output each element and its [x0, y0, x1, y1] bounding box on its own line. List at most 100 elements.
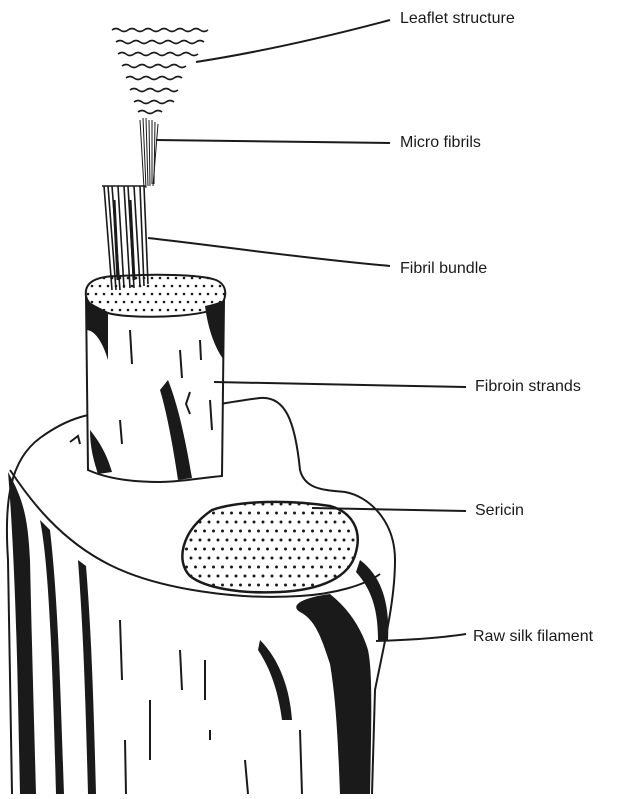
stipple-dot	[147, 301, 150, 304]
stipple-dot	[194, 530, 197, 533]
stipple-dot	[311, 530, 314, 533]
stipple-dot	[266, 530, 269, 533]
stipple-dot	[343, 557, 346, 560]
stipple-dot	[230, 512, 233, 515]
leader-raw-silk-filament	[376, 634, 466, 641]
stipple-dot	[119, 309, 122, 312]
stipple-dot	[320, 512, 323, 515]
stipple-dot	[253, 575, 256, 578]
stipple-dot	[159, 277, 162, 280]
stipple-dot	[203, 548, 206, 551]
stipple-dot	[271, 521, 274, 524]
stipple-dot	[293, 512, 296, 515]
stipple-dot	[266, 566, 269, 569]
stipple-dot	[167, 293, 170, 296]
sericin-region	[182, 502, 357, 592]
filament-right-shade	[296, 594, 371, 794]
stipple-dot	[329, 512, 332, 515]
stipple-dot	[194, 566, 197, 569]
micro-fibrils-body	[140, 118, 158, 188]
stipple-dot	[275, 566, 278, 569]
filament-hatching	[120, 620, 302, 794]
stipple-dot	[199, 557, 202, 560]
stipple-dot	[248, 548, 251, 551]
label-fibril-bundle: Fibril bundle	[400, 259, 487, 279]
stipple-dot	[275, 584, 278, 587]
stipple-dot	[325, 557, 328, 560]
stipple-dot	[131, 301, 134, 304]
stipple-dot	[175, 309, 178, 312]
stipple-dot	[347, 530, 350, 533]
stipple-dot	[99, 301, 102, 304]
stipple-dot	[183, 277, 186, 280]
stipple-dot	[280, 503, 283, 506]
stipple-dot	[191, 309, 194, 312]
stipple-dot	[212, 566, 215, 569]
stipple-dot	[334, 557, 337, 560]
label-sericin: Sericin	[475, 501, 524, 521]
stipple-dot	[135, 309, 138, 312]
stipple-dot	[115, 301, 118, 304]
stipple-dot	[191, 277, 194, 280]
stipple-dot	[151, 277, 154, 280]
stipple-dot	[179, 301, 182, 304]
stipple-dot	[235, 557, 238, 560]
stipple-dot	[257, 512, 260, 515]
stipple-dot	[329, 548, 332, 551]
stipple-dot	[302, 548, 305, 551]
stipple-dot	[280, 539, 283, 542]
stipple-dot	[257, 530, 260, 533]
stipple-dot	[103, 277, 106, 280]
stipple-dot	[311, 512, 314, 515]
stipple-dot	[203, 566, 206, 569]
stipple-dot	[151, 293, 154, 296]
stipple-dot	[203, 301, 206, 304]
stipple-dot	[191, 293, 194, 296]
stipple-dot	[334, 521, 337, 524]
stipple-dot	[107, 301, 110, 304]
stipple-dot	[211, 301, 214, 304]
stipple-dot	[352, 557, 355, 560]
stipple-dot	[284, 512, 287, 515]
stipple-dot	[175, 277, 178, 280]
stipple-dot	[139, 301, 142, 304]
stipple-dot	[262, 575, 265, 578]
stipple-dot	[325, 575, 328, 578]
stipple-dot	[298, 557, 301, 560]
stipple-dot	[244, 521, 247, 524]
stipple-dot	[244, 503, 247, 506]
stipple-dot	[151, 309, 154, 312]
stipple-dot	[320, 548, 323, 551]
sericin-cross-section	[182, 502, 357, 592]
stipple-dot	[235, 521, 238, 524]
stipple-dot	[239, 512, 242, 515]
stipple-dot	[271, 503, 274, 506]
stipple-dot	[316, 539, 319, 542]
stipple-dot	[280, 575, 283, 578]
stipple-dot	[334, 539, 337, 542]
stipple-dot	[199, 277, 202, 280]
stipple-dot	[111, 293, 114, 296]
stipple-dot	[280, 557, 283, 560]
stipple-dot	[226, 557, 229, 560]
stipple-dot	[219, 285, 222, 288]
stipple-dot	[316, 575, 319, 578]
stipple-dot	[185, 566, 188, 569]
stipple-dot	[257, 566, 260, 569]
filament-right-shade-3	[356, 560, 388, 640]
stipple-dot	[95, 293, 98, 296]
stipple-dot	[239, 548, 242, 551]
stipple-dot	[302, 584, 305, 587]
stipple-dot	[111, 309, 114, 312]
stipple-dot	[253, 539, 256, 542]
stipple-dot	[143, 293, 146, 296]
stipple-dot	[159, 309, 162, 312]
stipple-dot	[289, 557, 292, 560]
stipple-dot	[293, 584, 296, 587]
stipple-dot	[289, 575, 292, 578]
stipple-dot	[208, 575, 211, 578]
stipple-dot	[217, 557, 220, 560]
stipple-dot	[207, 277, 210, 280]
